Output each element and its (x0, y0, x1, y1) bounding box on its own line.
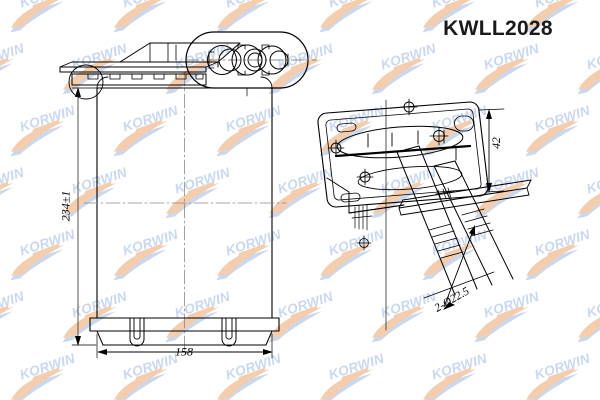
height-dimension-line (71, 87, 101, 346)
pipe-assembly (396, 145, 532, 296)
mounting-clip-left (129, 317, 145, 347)
depth-dimension-line (478, 108, 505, 193)
core-depth-dimension-label: 42 (491, 137, 503, 149)
tank-studs (367, 129, 457, 161)
fin-comb-strip (71, 73, 207, 86)
part-number-title: KWLL2028 (443, 17, 553, 40)
width-dimension-line (96, 333, 273, 359)
mounting-clip-right (221, 317, 237, 347)
pipe-end-circles (207, 44, 289, 76)
front-view-heater-core (83, 71, 287, 353)
isometric-view-tank-with-pipes (317, 98, 532, 331)
top-view-heater-core (59, 31, 317, 100)
core-height-dimension-label: 234±1 (58, 190, 73, 222)
port-dimension-leader (423, 225, 495, 310)
bracket-hatch (351, 204, 373, 231)
oval-tank-outline (185, 31, 309, 89)
crosshair-targets (327, 98, 449, 186)
core-width-dimension-label: 158 (175, 344, 193, 359)
